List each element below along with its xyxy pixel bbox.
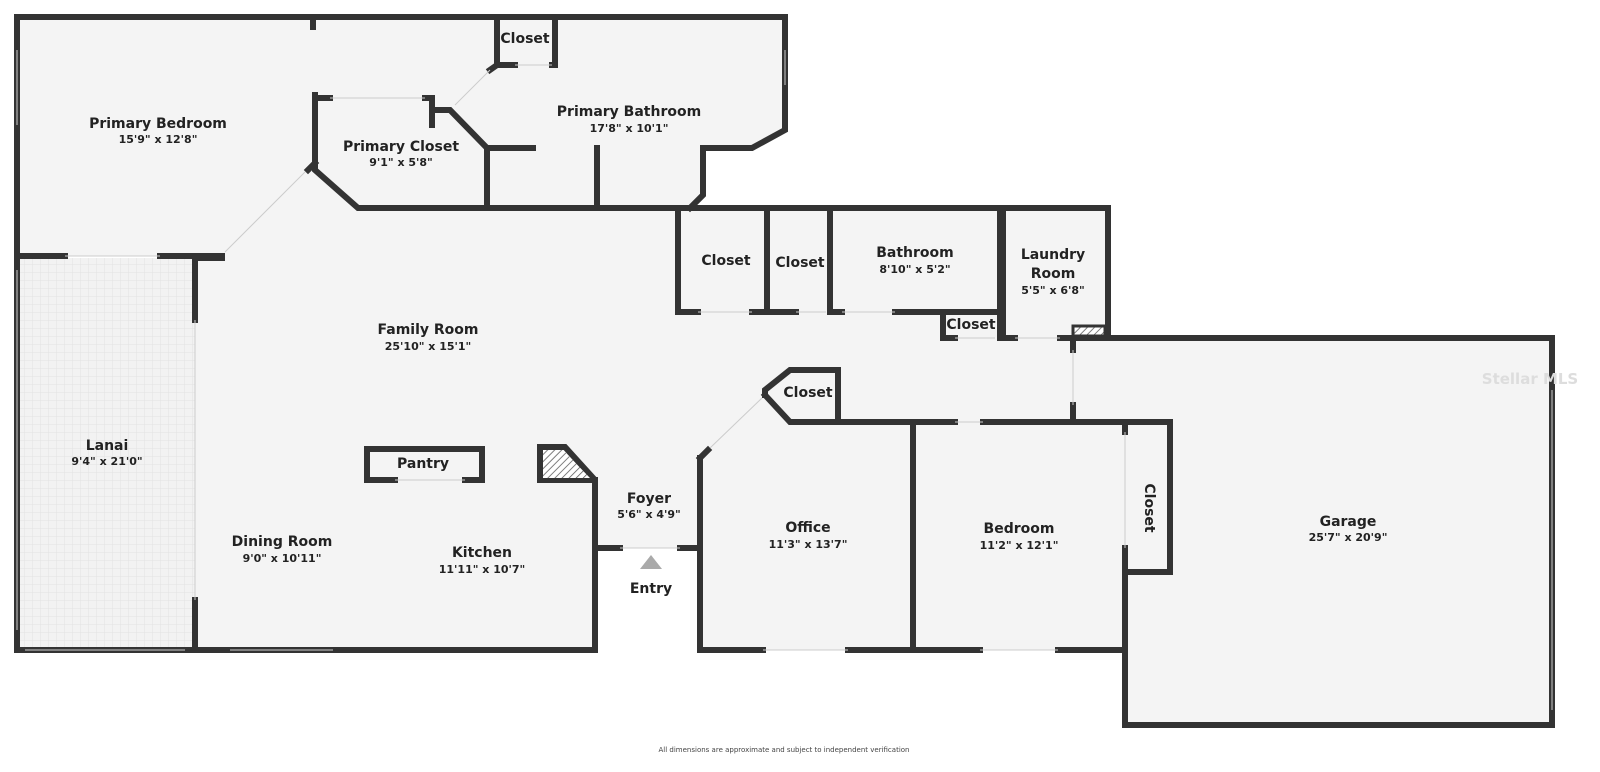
openings — [16, 50, 1553, 710]
room-name-dining-room: Dining Room — [232, 534, 333, 550]
entry-arrow-icon — [640, 555, 662, 569]
room-dims-laundry: 5'5" x 6'8" — [1021, 284, 1085, 297]
entry-label: Entry — [630, 581, 672, 597]
room-name-laundry-2: Room — [1031, 266, 1076, 282]
room-dims-foyer: 5'6" x 4'9" — [617, 508, 681, 521]
room-dims-garage: 25'7" x 20'9" — [1309, 531, 1388, 544]
room-name-closet-2: Closet — [775, 255, 825, 271]
room-dims-kitchen: 11'11" x 10'7" — [439, 563, 526, 576]
room-dims-office: 11'3" x 13'7" — [769, 538, 848, 551]
lanai-floor — [17, 258, 195, 650]
room-name-primary-bathroom: Primary Bathroom — [557, 104, 701, 120]
room-name-lanai: Lanai — [86, 438, 129, 454]
room-name-top-closet: Closet — [500, 31, 550, 47]
room-name-office: Office — [785, 520, 830, 536]
room-dims-family-room: 25'10" x 15'1" — [385, 340, 472, 353]
footer-disclaimer: All dimensions are approximate and subje… — [659, 746, 910, 754]
room-dims-lanai: 9'4" x 21'0" — [71, 455, 142, 468]
room-name-primary-bedroom: Primary Bedroom — [89, 116, 227, 132]
kitchen-column — [543, 450, 590, 478]
room-name-pantry: Pantry — [397, 456, 449, 472]
room-name-bedroom: Bedroom — [984, 521, 1055, 537]
room-name-laundry-1: Laundry — [1021, 247, 1085, 263]
room-dims-primary-bathroom: 17'8" x 10'1" — [590, 122, 669, 135]
room-name-office-closet: Closet — [783, 385, 833, 401]
chimney-block — [1071, 324, 1107, 338]
room-name-bedroom-closet: Closet — [1141, 483, 1157, 533]
room-name-kitchen: Kitchen — [452, 545, 512, 561]
room-name-small-closet: Closet — [946, 317, 996, 333]
room-dims-primary-bedroom: 15'9" x 12'8" — [119, 133, 198, 146]
room-name-bathroom: Bathroom — [876, 245, 954, 261]
room-dims-bedroom: 11'2" x 12'1" — [980, 539, 1059, 552]
room-name-family-room: Family Room — [378, 322, 479, 338]
room-name-closet-1: Closet — [701, 253, 751, 269]
room-name-garage: Garage — [1320, 514, 1377, 530]
room-name-primary-closet: Primary Closet — [343, 139, 459, 155]
watermark: Stellar MLS — [1482, 370, 1578, 388]
room-dims-dining-room: 9'0" x 10'11" — [243, 552, 322, 565]
room-dims-bathroom: 8'10" x 5'2" — [879, 263, 950, 276]
walls — [14, 14, 1555, 728]
room-name-foyer: Foyer — [627, 491, 671, 507]
room-dims-primary-closet: 9'1" x 5'8" — [369, 156, 433, 169]
